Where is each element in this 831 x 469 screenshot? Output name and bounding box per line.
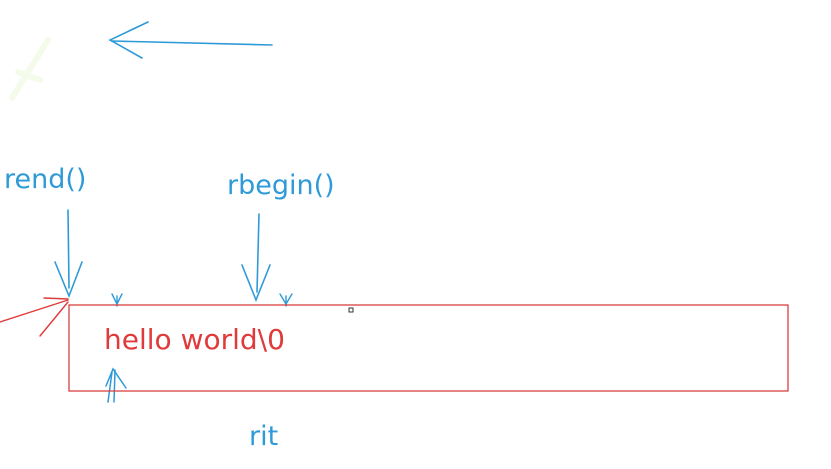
string-box	[68, 304, 789, 392]
rit-label: rit	[249, 421, 279, 452]
rbegin-arrow	[241, 213, 271, 303]
rend-label: rend()	[4, 164, 87, 195]
direction-arrow-head	[108, 21, 149, 59]
rbegin-label: rbegin()	[227, 170, 335, 201]
direction-arrow-shaft	[111, 40, 273, 46]
watermark-graphic	[9, 37, 51, 101]
red-pointer-arrow	[0, 297, 69, 337]
string-text: hello world\0	[104, 323, 285, 356]
rit-arrow	[105, 367, 127, 403]
rend-arrow	[54, 209, 83, 299]
marker-dot	[348, 307, 354, 313]
direction-arrow-left	[108, 21, 273, 59]
tick-marks	[111, 293, 293, 307]
